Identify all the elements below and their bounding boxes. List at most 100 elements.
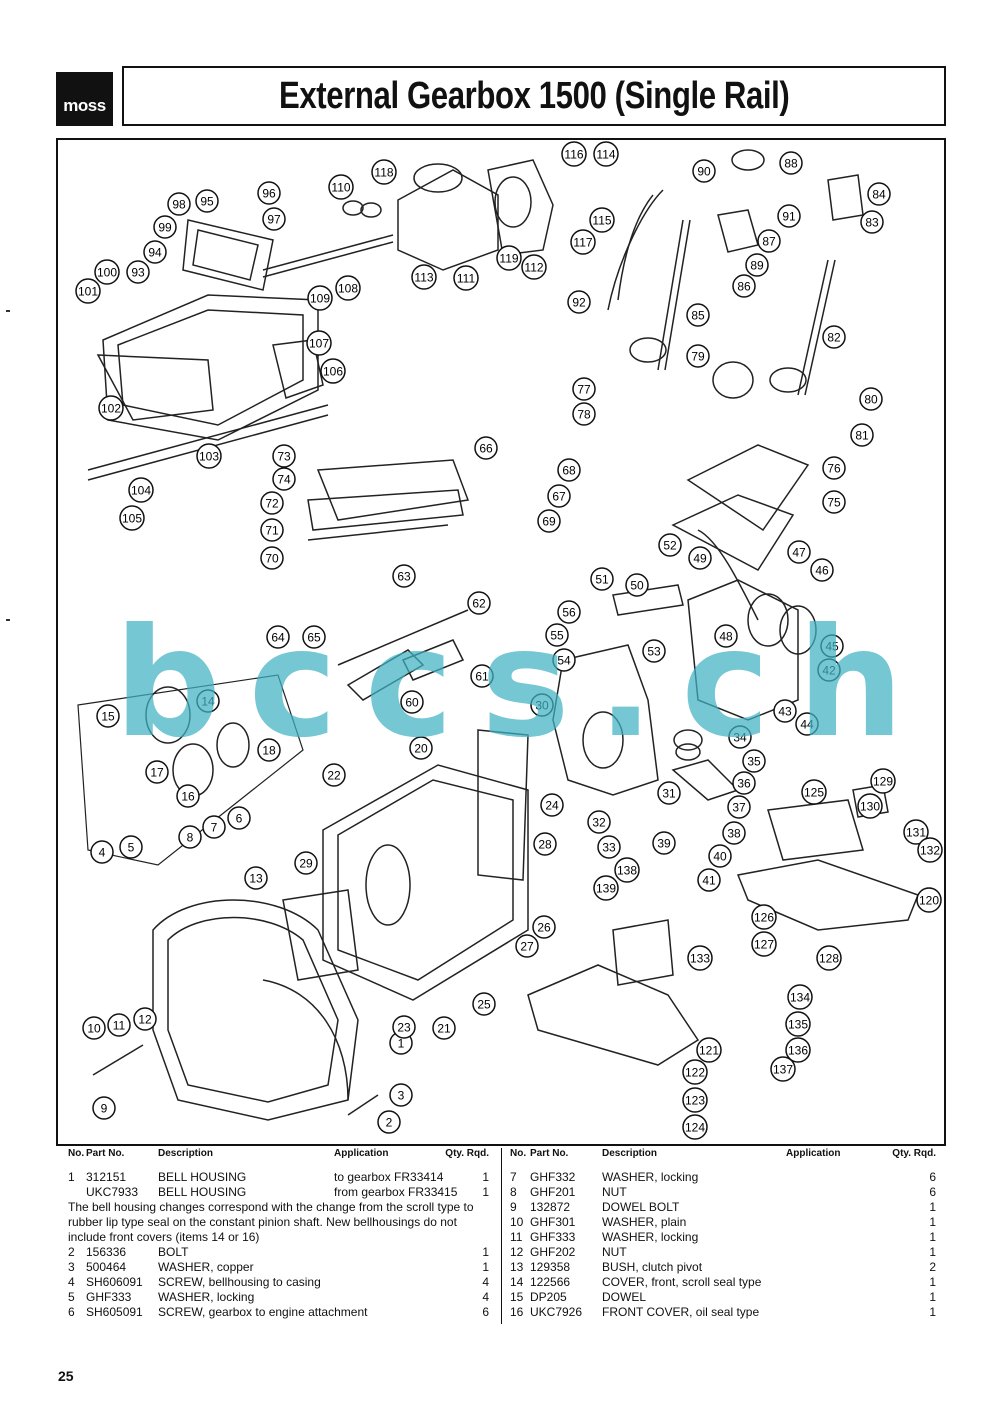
callout-number: 15 — [101, 710, 115, 724]
callout-circle — [708, 844, 732, 868]
callout-circle — [593, 141, 619, 167]
callout-circle — [867, 182, 891, 206]
callout-circle — [196, 689, 220, 713]
callout-number: 70 — [265, 552, 279, 566]
callout-number: 18 — [262, 744, 276, 758]
callout-86: 86 — [732, 274, 756, 298]
callout-number: 96 — [262, 187, 276, 201]
row-description: COVER, front, scroll seal type — [602, 1275, 762, 1289]
callout-circle — [810, 558, 834, 582]
selector-106 — [272, 339, 324, 399]
callout-circle — [195, 189, 219, 213]
callout-circle — [567, 290, 591, 314]
callout-circle — [545, 623, 569, 647]
callout-circle — [266, 625, 290, 649]
callout-number: 37 — [732, 801, 746, 815]
callout-98: 98 — [167, 192, 191, 216]
callout-circle — [244, 866, 268, 890]
callout-number: 47 — [792, 546, 806, 560]
callout-2: 2 — [377, 1110, 401, 1134]
callout-circle — [389, 1083, 413, 1107]
callout-18: 18 — [257, 738, 281, 762]
callout-117: 117 — [570, 229, 596, 255]
callout-number: 105 — [122, 512, 142, 526]
bearing-47 — [747, 593, 789, 647]
lever-85-base — [629, 337, 667, 363]
callout-circle — [822, 325, 846, 349]
callout-102: 102 — [98, 395, 124, 421]
callout-circle — [657, 781, 681, 805]
callout-104: 104 — [128, 477, 154, 503]
mount-133 — [612, 919, 674, 986]
callout-circle — [714, 624, 738, 648]
callout-number: 138 — [617, 864, 637, 878]
callout-circle — [411, 264, 437, 290]
callout-circle — [751, 904, 777, 930]
callout-number: 120 — [919, 894, 939, 908]
callout-circle — [472, 992, 496, 1016]
callout-64: 64 — [266, 625, 290, 649]
callout-number: 41 — [702, 874, 716, 888]
callout-number: 117 — [573, 236, 592, 250]
callout-number: 14 — [201, 695, 215, 709]
callout-circle — [227, 806, 251, 830]
row-qty: 4 — [482, 1290, 489, 1304]
margin-mark — [6, 619, 10, 621]
callout-127: 127 — [751, 931, 777, 957]
callout-circle — [272, 444, 296, 468]
housing-112 — [487, 159, 554, 256]
callout-107: 107 — [306, 330, 332, 356]
callout-circle — [903, 819, 929, 845]
tie-line — [697, 529, 759, 621]
title-box: External Gearbox 1500 (Single Rail) — [122, 66, 946, 126]
callout-62: 62 — [467, 591, 491, 615]
row-no: 4 — [68, 1275, 75, 1289]
callout-number: 53 — [647, 645, 661, 659]
row-no: 3 — [68, 1260, 75, 1274]
callout-circle — [328, 174, 354, 200]
row-part-no: 129358 — [530, 1260, 571, 1274]
bell-housing-1-inner — [167, 916, 339, 1103]
bracket-121 — [527, 964, 700, 1066]
callout-66: 66 — [474, 436, 498, 460]
callout-number: 62 — [472, 597, 486, 611]
callout-number: 26 — [537, 921, 551, 935]
callout-circle — [400, 690, 424, 714]
callout-circle — [917, 837, 943, 863]
callout-69: 69 — [537, 509, 561, 533]
callout-50: 50 — [625, 573, 649, 597]
callout-48: 48 — [714, 624, 738, 648]
callout-number: 43 — [778, 705, 792, 719]
page-header: moss External Gearbox 1500 (Single Rail) — [56, 66, 946, 126]
callout-53: 53 — [642, 639, 666, 663]
row-no: 6 — [68, 1305, 75, 1319]
callout-number: 113 — [414, 271, 433, 285]
callout-circle — [787, 984, 813, 1010]
moss-logo: moss — [56, 72, 113, 126]
callout-number: 131 — [906, 826, 926, 840]
callout-number: 94 — [148, 246, 162, 260]
callout-29: 29 — [294, 851, 318, 875]
callout-number: 67 — [552, 490, 566, 504]
callout-number: 48 — [719, 630, 733, 644]
cover-14 — [145, 686, 191, 744]
row-part-no: UKC7933 — [86, 1185, 139, 1199]
callout-34: 34 — [728, 725, 752, 749]
row-part-no: 312151 — [86, 1170, 127, 1184]
callout-17: 17 — [145, 760, 169, 784]
callout-circle — [658, 533, 682, 557]
callout-number: 135 — [788, 1018, 808, 1032]
callout-number: 61 — [475, 670, 489, 684]
row-qty: 1 — [929, 1230, 936, 1244]
seal-46 — [779, 605, 817, 655]
callout-129: 129 — [870, 768, 896, 794]
callout-circle — [260, 546, 284, 570]
callout-circle — [409, 736, 433, 760]
callout-number: 95 — [200, 195, 214, 209]
row-description: WASHER, plain — [602, 1215, 687, 1229]
callout-83: 83 — [860, 210, 884, 234]
callout-70: 70 — [260, 546, 284, 570]
row-qty: 6 — [929, 1170, 936, 1184]
callout-number: 81 — [855, 429, 869, 443]
